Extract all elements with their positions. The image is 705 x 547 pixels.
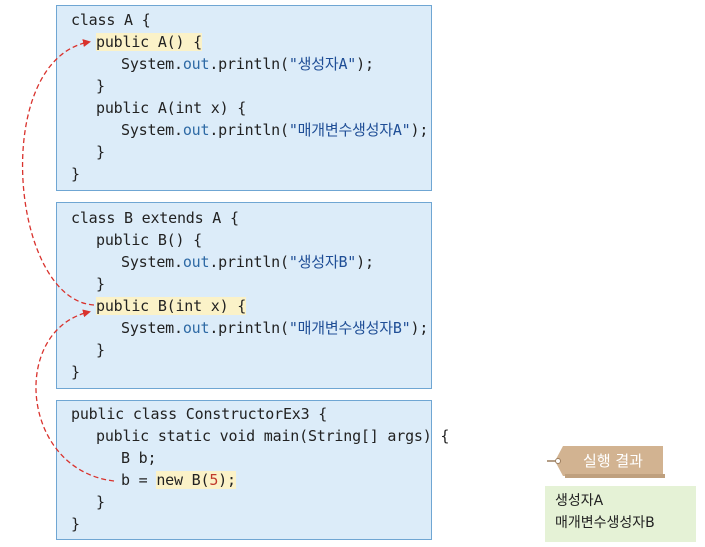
code-line: } <box>96 493 105 511</box>
code-line: public B() { <box>96 231 202 249</box>
code-line: } <box>71 515 80 533</box>
highlight-constructor-a: public A() { <box>96 33 202 51</box>
output-box: 생성자A 매개변수생성자B <box>545 486 696 542</box>
code-line: } <box>96 77 105 95</box>
code-line: } <box>96 275 105 293</box>
code-line: } <box>71 363 80 381</box>
highlight-constructor-b-int: public B(int x) { <box>96 297 247 315</box>
class-a-code-box: class A { public A() { System.out.printl… <box>56 5 432 191</box>
code-line: class B extends A { <box>71 209 239 227</box>
highlight-new-b: new B(5); <box>156 471 236 489</box>
code-line-constructor-a: public A() { <box>96 32 202 52</box>
string-literal: "매개변수생성자B" <box>288 319 411 337</box>
code-line: } <box>71 165 80 183</box>
code-line: public A(int x) { <box>96 99 247 117</box>
result-tag-label: 실행 결과 <box>583 452 643 470</box>
code-line: B b; <box>121 449 157 467</box>
string-literal: "생성자B" <box>288 253 357 271</box>
code-line: } <box>96 341 105 359</box>
arrow-constructor-b-to-constructor-a <box>21 39 95 306</box>
output-line: 생성자A <box>555 493 604 509</box>
code-line: public class ConstructorEx3 { <box>71 405 328 423</box>
code-line: System.out.println("생성자B"); <box>121 253 374 271</box>
class-b-code-box: class B extends A { public B() { System.… <box>56 202 432 389</box>
code-line: System.out.println("매개변수생성자B"); <box>121 319 429 337</box>
arrow-main-to-constructor-b <box>35 309 115 482</box>
code-line: class A { <box>71 11 151 29</box>
code-line-constructor-b-int: public B(int x) { <box>96 296 246 316</box>
string-literal: "매개변수생성자A" <box>288 121 411 139</box>
output-line: 매개변수생성자B <box>555 515 655 531</box>
string-literal: "생성자A" <box>288 55 357 73</box>
code-line: System.out.println("매개변수생성자A"); <box>121 121 429 139</box>
code-line: System.out.println("생성자A"); <box>121 55 374 73</box>
code-line-new-b: b = new B(5); <box>121 471 236 489</box>
code-line: } <box>96 143 105 161</box>
code-line: public static void main(String[] args) { <box>96 427 450 445</box>
result-tag: 실행 결과 <box>545 446 665 478</box>
main-class-code-box: public class ConstructorEx3 { public sta… <box>56 400 449 540</box>
argument-value: 5 <box>209 471 219 489</box>
